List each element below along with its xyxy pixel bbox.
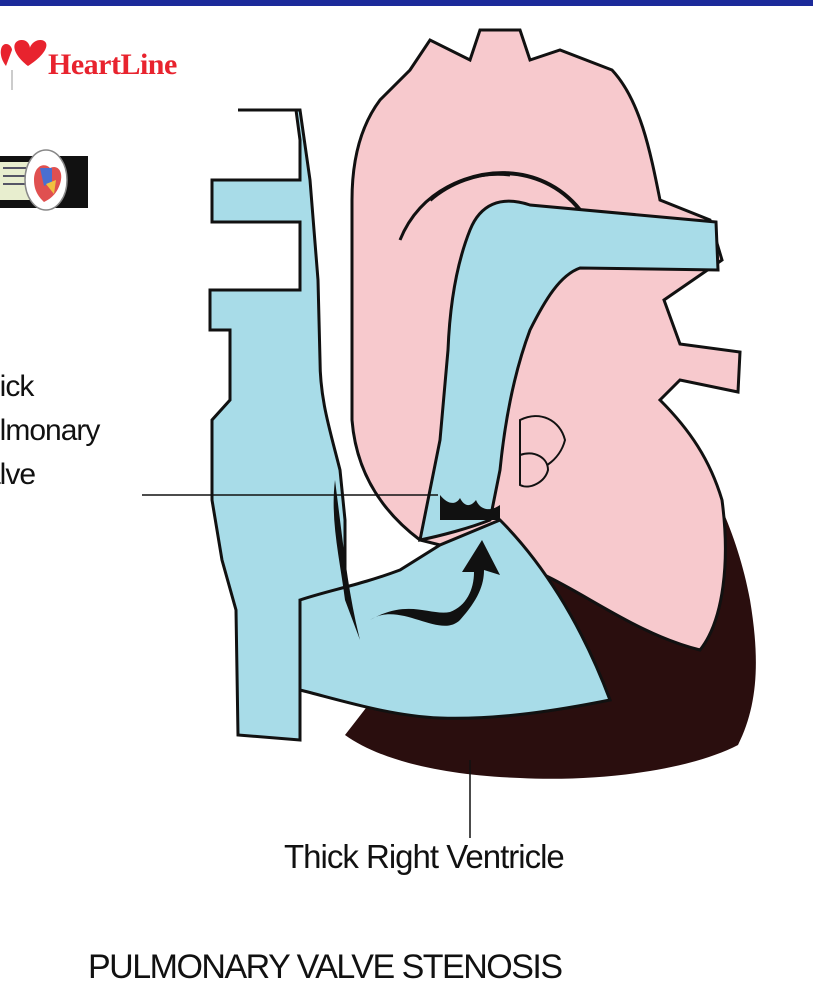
valve-label-line3: alve bbox=[0, 453, 174, 497]
pulmonary-valve-label: hick ulmonary alve bbox=[0, 365, 174, 497]
valve-label-line2: ulmonary bbox=[0, 409, 174, 453]
right-ventricle-label: Thick Right Ventricle bbox=[284, 838, 564, 876]
valve-label-line1: hick bbox=[0, 365, 174, 409]
aorta-left-heart bbox=[352, 30, 740, 650]
diagram-caption: PULMONARY VALVE STENOSIS bbox=[88, 948, 562, 987]
